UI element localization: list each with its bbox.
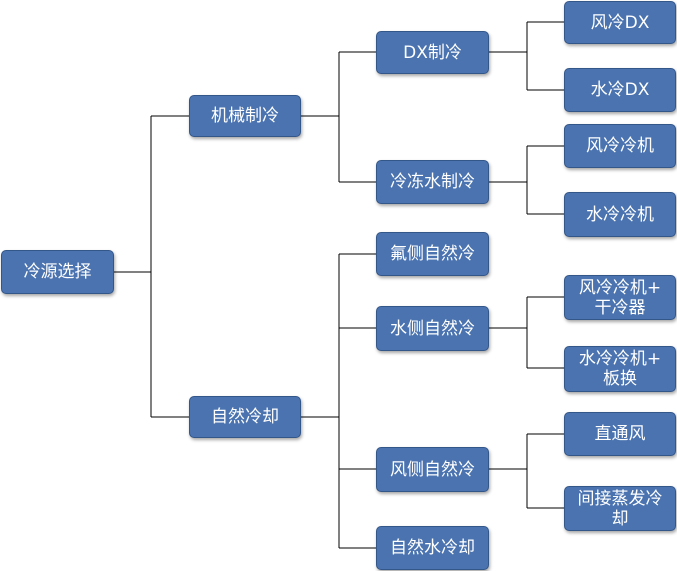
node-natural-water: 自然水冷却 — [376, 526, 489, 570]
node-water-dx: 水冷DX — [564, 68, 676, 112]
node-fluorine-side: 氟侧自然冷 — [376, 232, 489, 276]
node-chilled-water: 冷冻水制冷 — [376, 160, 489, 204]
node-indirect-evap: 间接蒸发冷 却 — [564, 486, 676, 531]
node-water-chiller: 水冷冷机 — [564, 192, 676, 237]
node-natural: 自然冷却 — [189, 396, 301, 438]
node-air-chiller-dry-cooler: 风冷冷机+ 干冷器 — [564, 275, 676, 320]
node-air-chiller: 风冷冷机 — [564, 124, 676, 168]
node-direct-air: 直通风 — [564, 412, 676, 456]
node-air-side: 风侧自然冷 — [376, 447, 489, 492]
node-mechanical: 机械制冷 — [189, 95, 301, 137]
node-water-chiller-plate: 水冷冷机+ 板换 — [564, 346, 676, 392]
node-dx: DX制冷 — [376, 31, 489, 74]
node-water-side: 水侧自然冷 — [376, 306, 489, 351]
node-root: 冷源选择 — [1, 250, 114, 294]
node-air-dx: 风冷DX — [564, 1, 676, 44]
